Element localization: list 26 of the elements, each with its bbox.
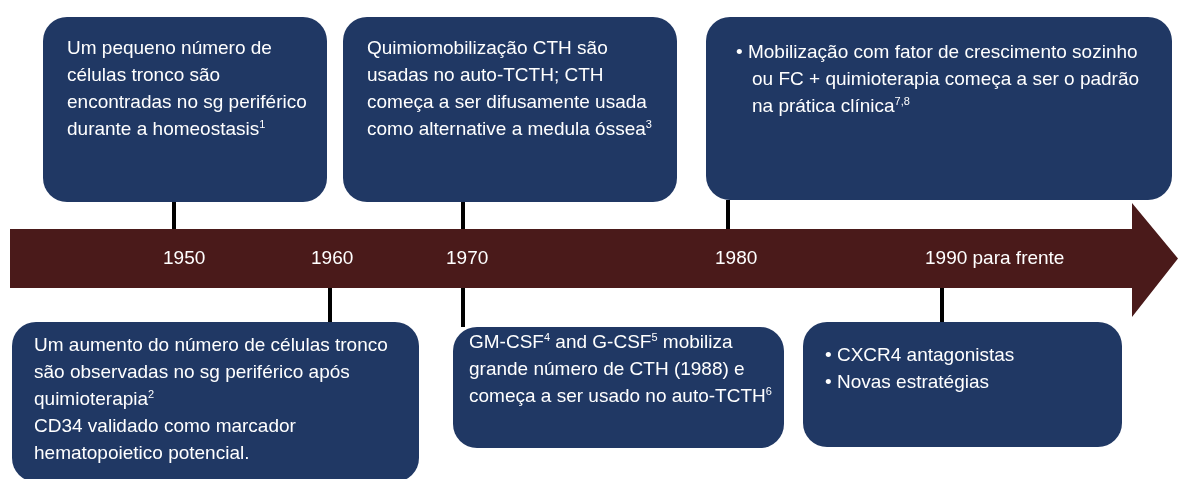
event-box <box>343 17 677 202</box>
event-text: CD34 validado como marcador hematopoietico potencial. <box>34 413 297 465</box>
event-text: Um aumento do número de células tronco são observadas no sg periférico após quimioterapia$^{2}$ <box>34 333 389 411</box>
bullet-item: • CXCR4 antagonistas <box>825 343 1016 367</box>
leader-line <box>461 288 465 327</box>
event-box <box>453 327 784 448</box>
year-label: 1990 para frente <box>925 247 1065 269</box>
year-label: 1950 <box>163 247 206 269</box>
event-text: Um pequeno número de células tronco são encontradas no sg periférico durante a homeostasis$^{1}$ <box>67 36 307 141</box>
event-box <box>12 322 419 479</box>
bullet-item: • Novas estratégias <box>825 369 990 394</box>
year-label: 1960 <box>311 247 354 269</box>
event-text: Quimiomobilização CTH são usadas no auto-TCTH; CTH começa a ser difusamente usada como alternative a medula óssea$^{3}$ <box>367 36 653 141</box>
timeline-arrow <box>10 203 1178 317</box>
event-text: GM-CSF$^{4}$ and G-CSF$^{5}$ mobiliza grande número de CTH (1988) e começa a ser usado no auto-TCTH$^{6}$ <box>469 329 773 408</box>
leader-line <box>461 202 465 229</box>
leader-line <box>172 202 176 229</box>
event-box <box>803 322 1122 447</box>
leader-line <box>726 200 730 229</box>
leader-line <box>328 288 332 322</box>
year-label: 1970 <box>446 247 489 269</box>
event-box <box>43 17 327 202</box>
event-box <box>706 17 1172 200</box>
leader-line <box>940 288 944 322</box>
year-label: 1980 <box>715 247 758 269</box>
bullet-item: • Mobilização com fator de crescimento sozinho ou FC + quimioterapia começa a ser o padrão na prática clínica$^{7,8}$ <box>736 40 1141 118</box>
